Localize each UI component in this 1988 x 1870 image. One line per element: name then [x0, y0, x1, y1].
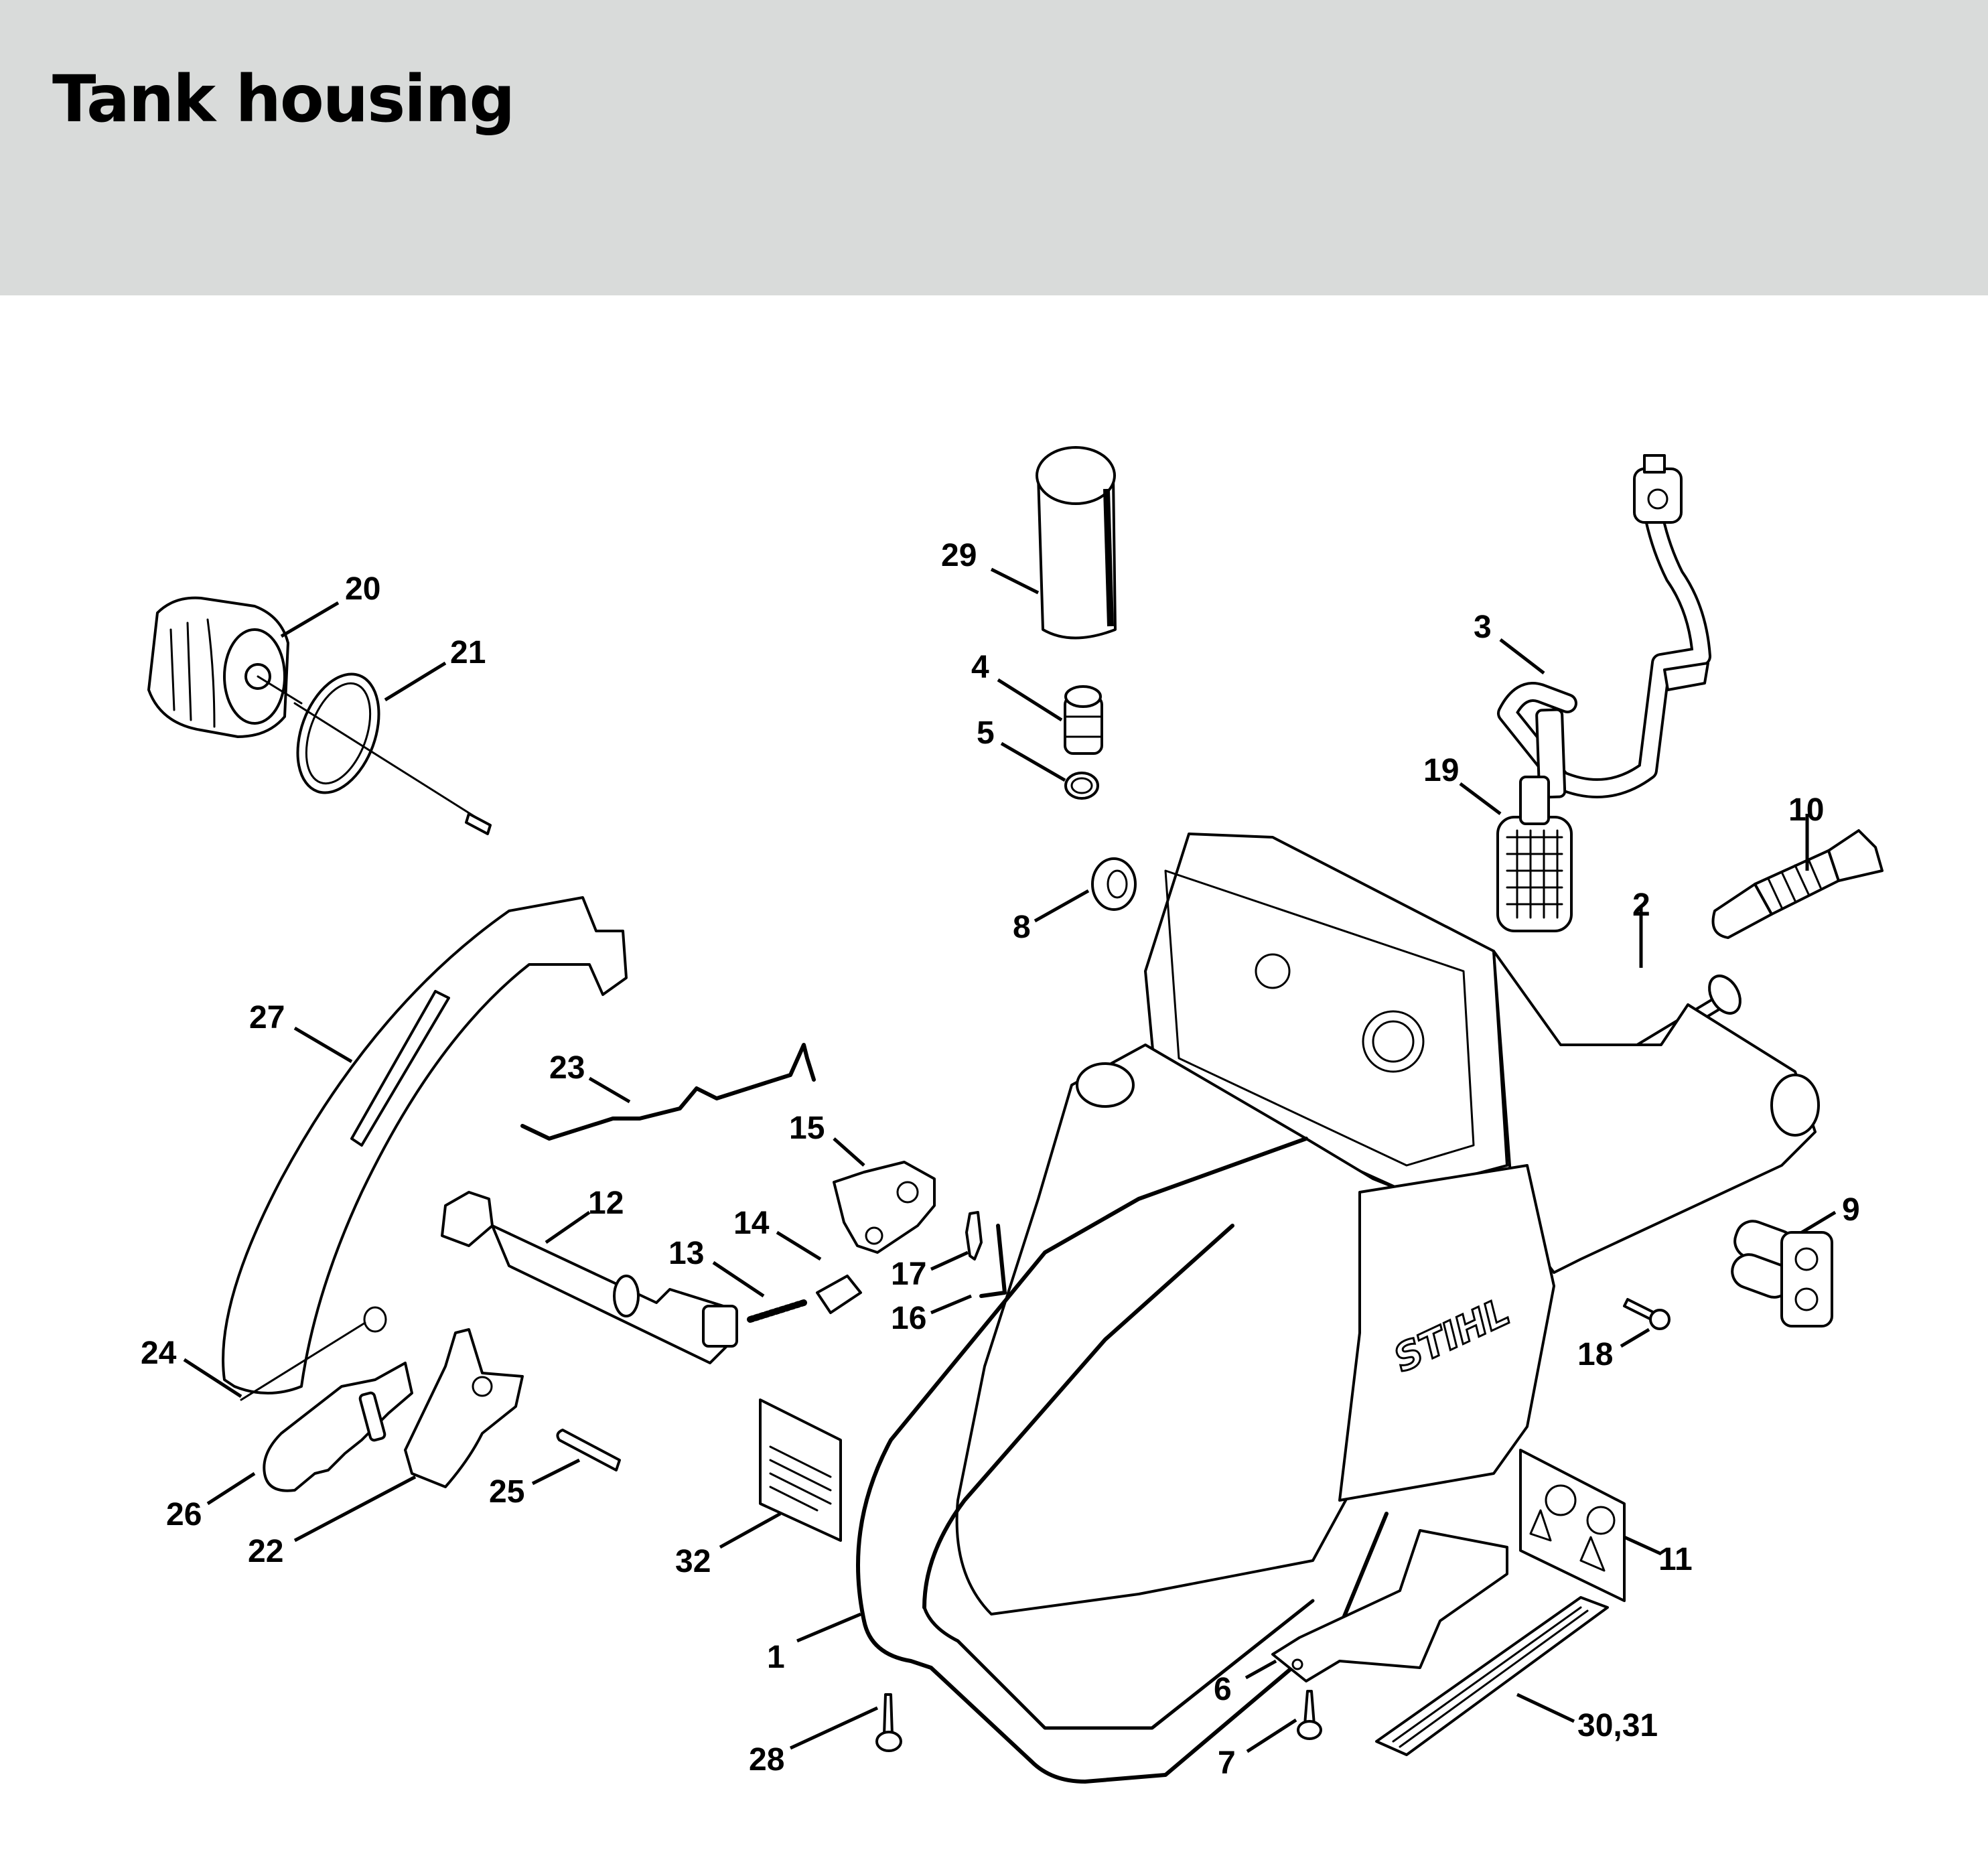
- part-11-warning-label[interactable]: [1519, 1449, 1626, 1602]
- part-8-grommet[interactable]: [1091, 857, 1137, 911]
- part-12-shaft[interactable]: [441, 1191, 738, 1364]
- part-27-handle-cover[interactable]: [222, 896, 628, 1394]
- header-band: Tank housing: [0, 0, 1988, 295]
- callout-11[interactable]: 11: [1658, 1542, 1693, 1577]
- callout-20[interactable]: 20: [345, 571, 380, 607]
- callout-9[interactable]: 9: [1842, 1192, 1860, 1228]
- part-24-torsion-spring[interactable]: [240, 1306, 387, 1401]
- part-29-sleeve[interactable]: [1036, 446, 1117, 640]
- callout-32[interactable]: 32: [675, 1544, 711, 1579]
- part-5-o-ring[interactable]: [1064, 772, 1099, 800]
- part-7-screw[interactable]: [1297, 1690, 1322, 1740]
- callout-23[interactable]: 23: [549, 1050, 585, 1086]
- callout-13[interactable]: 13: [668, 1236, 704, 1271]
- callout-12[interactable]: 12: [588, 1185, 624, 1221]
- callout-16[interactable]: 16: [891, 1301, 926, 1336]
- part-26-lever[interactable]: [263, 1362, 413, 1492]
- callout-30-31[interactable]: 30,31: [1577, 1708, 1658, 1743]
- callout-24[interactable]: 24: [141, 1336, 177, 1371]
- callout-5[interactable]: 5: [977, 715, 995, 751]
- callout-27[interactable]: 27: [249, 1000, 285, 1035]
- part-28-screw[interactable]: [875, 1693, 902, 1752]
- callout-labels: 20 21 29 4 5 3 19 10 8 2 27 23 15 12 14 …: [141, 538, 1860, 1781]
- callout-22[interactable]: 22: [248, 1534, 283, 1569]
- leader-lines: [183, 567, 1837, 1753]
- part-9-slide-valve[interactable]: [1727, 1216, 1833, 1327]
- part-6-plate[interactable]: [1271, 1529, 1508, 1682]
- part-10-elbow-hose[interactable]: [1711, 829, 1884, 939]
- part-15-switch[interactable]: [833, 1161, 936, 1254]
- part-19-fuel-filter[interactable]: [1496, 776, 1573, 932]
- callout-28[interactable]: 28: [749, 1742, 784, 1778]
- callout-10[interactable]: 10: [1788, 792, 1824, 828]
- callout-6[interactable]: 6: [1214, 1672, 1232, 1707]
- part-1-tank-housing[interactable]: STIHL: [856, 833, 1820, 1784]
- page-title: Tank housing: [52, 62, 515, 137]
- part-4-pickup-body[interactable]: [1064, 685, 1103, 755]
- part-13-spring[interactable]: [747, 1299, 807, 1323]
- part-20-fuel-cap[interactable]: [147, 596, 303, 738]
- part-22-trigger[interactable]: [404, 1328, 524, 1488]
- callout-1[interactable]: 1: [767, 1640, 785, 1675]
- part-30-31-strip[interactable]: [1375, 1596, 1609, 1756]
- part-17-contact-spring[interactable]: [965, 1211, 983, 1261]
- part-18-screw[interactable]: [1623, 1298, 1671, 1330]
- callout-15[interactable]: 15: [789, 1110, 825, 1146]
- callout-17[interactable]: 17: [891, 1256, 926, 1292]
- part-16-wire[interactable]: [979, 1224, 1007, 1298]
- callout-25[interactable]: 25: [489, 1474, 524, 1510]
- callout-19[interactable]: 19: [1423, 753, 1459, 788]
- callout-8[interactable]: 8: [1013, 910, 1031, 945]
- callout-21[interactable]: 21: [450, 635, 486, 670]
- callout-4[interactable]: 4: [971, 650, 989, 685]
- callout-7[interactable]: 7: [1218, 1745, 1236, 1781]
- callout-2[interactable]: 2: [1632, 887, 1650, 923]
- exploded-parts-diagram: STIHL: [141, 446, 1884, 1784]
- callout-3[interactable]: 3: [1474, 609, 1492, 645]
- part-3-hose[interactable]: [1497, 454, 1711, 799]
- callout-29[interactable]: 29: [941, 538, 977, 573]
- callout-14[interactable]: 14: [733, 1206, 770, 1241]
- part-25-pin[interactable]: [556, 1429, 621, 1471]
- callout-18[interactable]: 18: [1577, 1337, 1613, 1372]
- part-14-slider[interactable]: [816, 1275, 862, 1314]
- callout-26[interactable]: 26: [166, 1497, 202, 1532]
- part-23-rod[interactable]: [520, 1043, 816, 1141]
- part-21-o-ring[interactable]: [283, 663, 492, 835]
- part-32-label[interactable]: [759, 1398, 842, 1542]
